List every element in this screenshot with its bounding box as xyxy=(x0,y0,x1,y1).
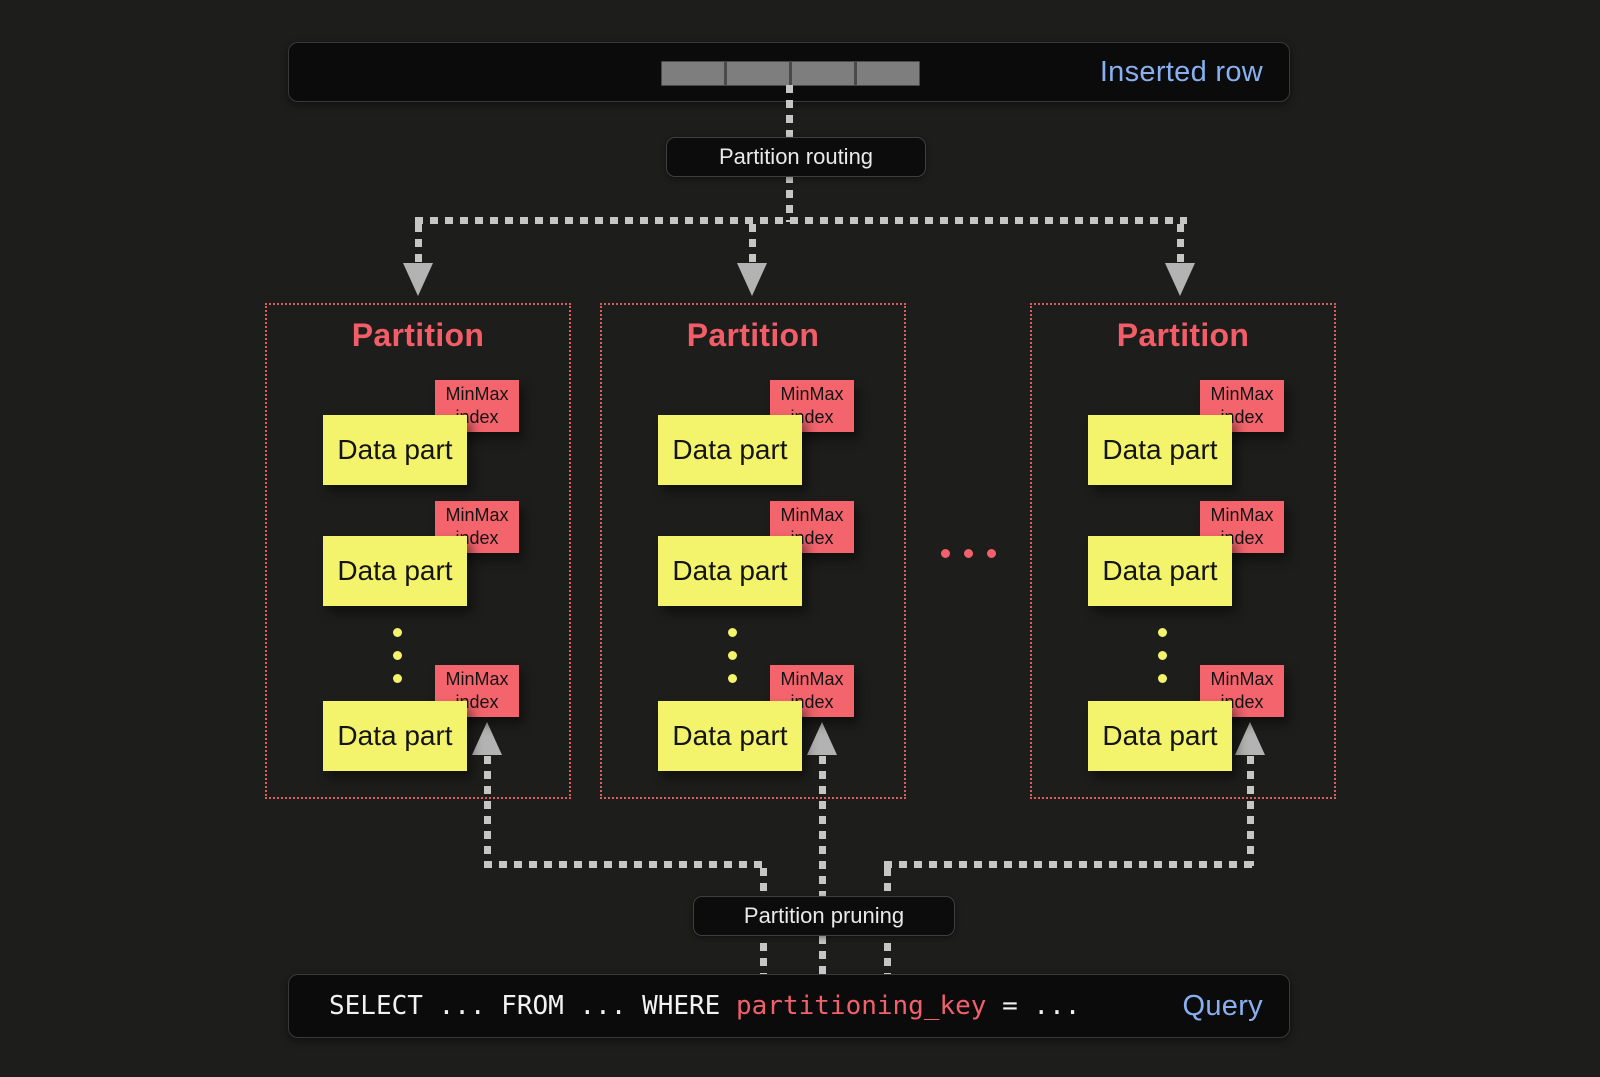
arrow-down-right xyxy=(1165,263,1195,296)
query-label: Query xyxy=(1182,989,1263,1022)
partition-box-1: Partition MinMax index Data part MinMax … xyxy=(265,303,571,799)
row-cell xyxy=(857,62,919,85)
row-cell xyxy=(662,62,724,85)
partition-routing-label: Partition routing xyxy=(666,137,926,177)
data-part-box: Data part xyxy=(323,536,467,606)
data-part-box: Data part xyxy=(1088,701,1232,771)
arrow-up-middle xyxy=(807,722,837,755)
inserted-row-label: Inserted row xyxy=(1099,55,1263,88)
data-part-box: Data part xyxy=(658,536,802,606)
pruning-rise-middle xyxy=(819,756,826,974)
arrow-down-left xyxy=(403,263,433,296)
partition-box-2: Partition MinMax index Data part MinMax … xyxy=(600,303,906,799)
sql-text: SELECT ... FROM ... WHERE partitioning_k… xyxy=(329,975,1080,1037)
partition-pruning-label: Partition pruning xyxy=(693,896,955,936)
more-partitions-dots xyxy=(941,549,996,558)
sql-partitioning-key: partitioning_key xyxy=(736,991,987,1021)
minmax-index-tag: MinMax index xyxy=(770,501,854,553)
arrow-up-right xyxy=(1235,722,1265,755)
partition-title: Partition xyxy=(686,317,820,353)
routing-drop-right xyxy=(1177,224,1184,264)
more-parts-dots xyxy=(393,628,402,683)
data-part-box: Data part xyxy=(323,415,467,485)
partition-title: Partition xyxy=(351,317,485,353)
sql-suffix: = ... xyxy=(986,991,1081,1021)
data-part-box: Data part xyxy=(1088,415,1232,485)
pruning-branch-left xyxy=(484,861,767,868)
query-bar: SELECT ... FROM ... WHERE partitioning_k… xyxy=(288,974,1290,1038)
partition-box-3: Partition MinMax index Data part MinMax … xyxy=(1030,303,1336,799)
minmax-index-tag: MinMax index xyxy=(435,665,519,717)
more-parts-dots xyxy=(728,628,737,683)
routing-drop-left xyxy=(415,224,422,264)
pruning-branch-right xyxy=(884,861,1254,868)
row-cell xyxy=(727,62,789,85)
partition-title: Partition xyxy=(1116,317,1250,353)
more-parts-dots xyxy=(1158,628,1167,683)
data-part-box: Data part xyxy=(323,701,467,771)
arrow-down-middle xyxy=(737,263,767,296)
pruning-rise-left xyxy=(484,756,491,866)
row-cell xyxy=(792,62,854,85)
data-part-box: Data part xyxy=(658,701,802,771)
data-part-box: Data part xyxy=(658,415,802,485)
data-part-box: Data part xyxy=(1088,536,1232,606)
row-cells xyxy=(661,61,920,86)
sql-prefix: SELECT ... FROM ... WHERE xyxy=(329,991,736,1021)
routing-drop-middle xyxy=(749,224,756,264)
minmax-index-tag: MinMax index xyxy=(435,380,519,432)
arrow-up-left xyxy=(472,722,502,755)
routing-branch-line xyxy=(415,217,1187,224)
minmax-index-tag: MinMax index xyxy=(1200,380,1284,432)
pruning-rise-right xyxy=(1247,756,1254,866)
